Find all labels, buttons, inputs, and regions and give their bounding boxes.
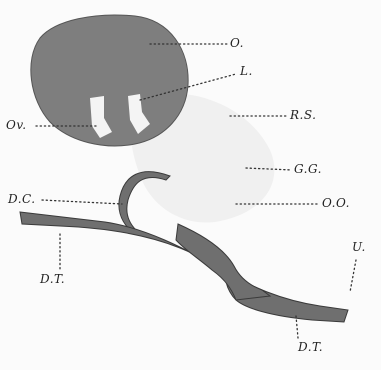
label-RS: R.S. — [290, 108, 316, 122]
label-GG: G.G. — [294, 162, 322, 176]
label-O: O. — [230, 36, 244, 50]
duct-branch — [176, 224, 270, 300]
label-DC: D.C. — [8, 192, 36, 206]
leader-U — [350, 260, 356, 292]
label-DT-left: D.T. — [40, 272, 65, 286]
label-U: U. — [352, 240, 366, 254]
label-L: L. — [240, 64, 253, 78]
label-OO: O.O. — [322, 196, 350, 210]
label-DT-right: D.T. — [298, 340, 323, 354]
label-Ov: Ov. — [6, 118, 27, 132]
leader-DC — [42, 200, 122, 204]
leader-DT-right — [296, 316, 298, 338]
